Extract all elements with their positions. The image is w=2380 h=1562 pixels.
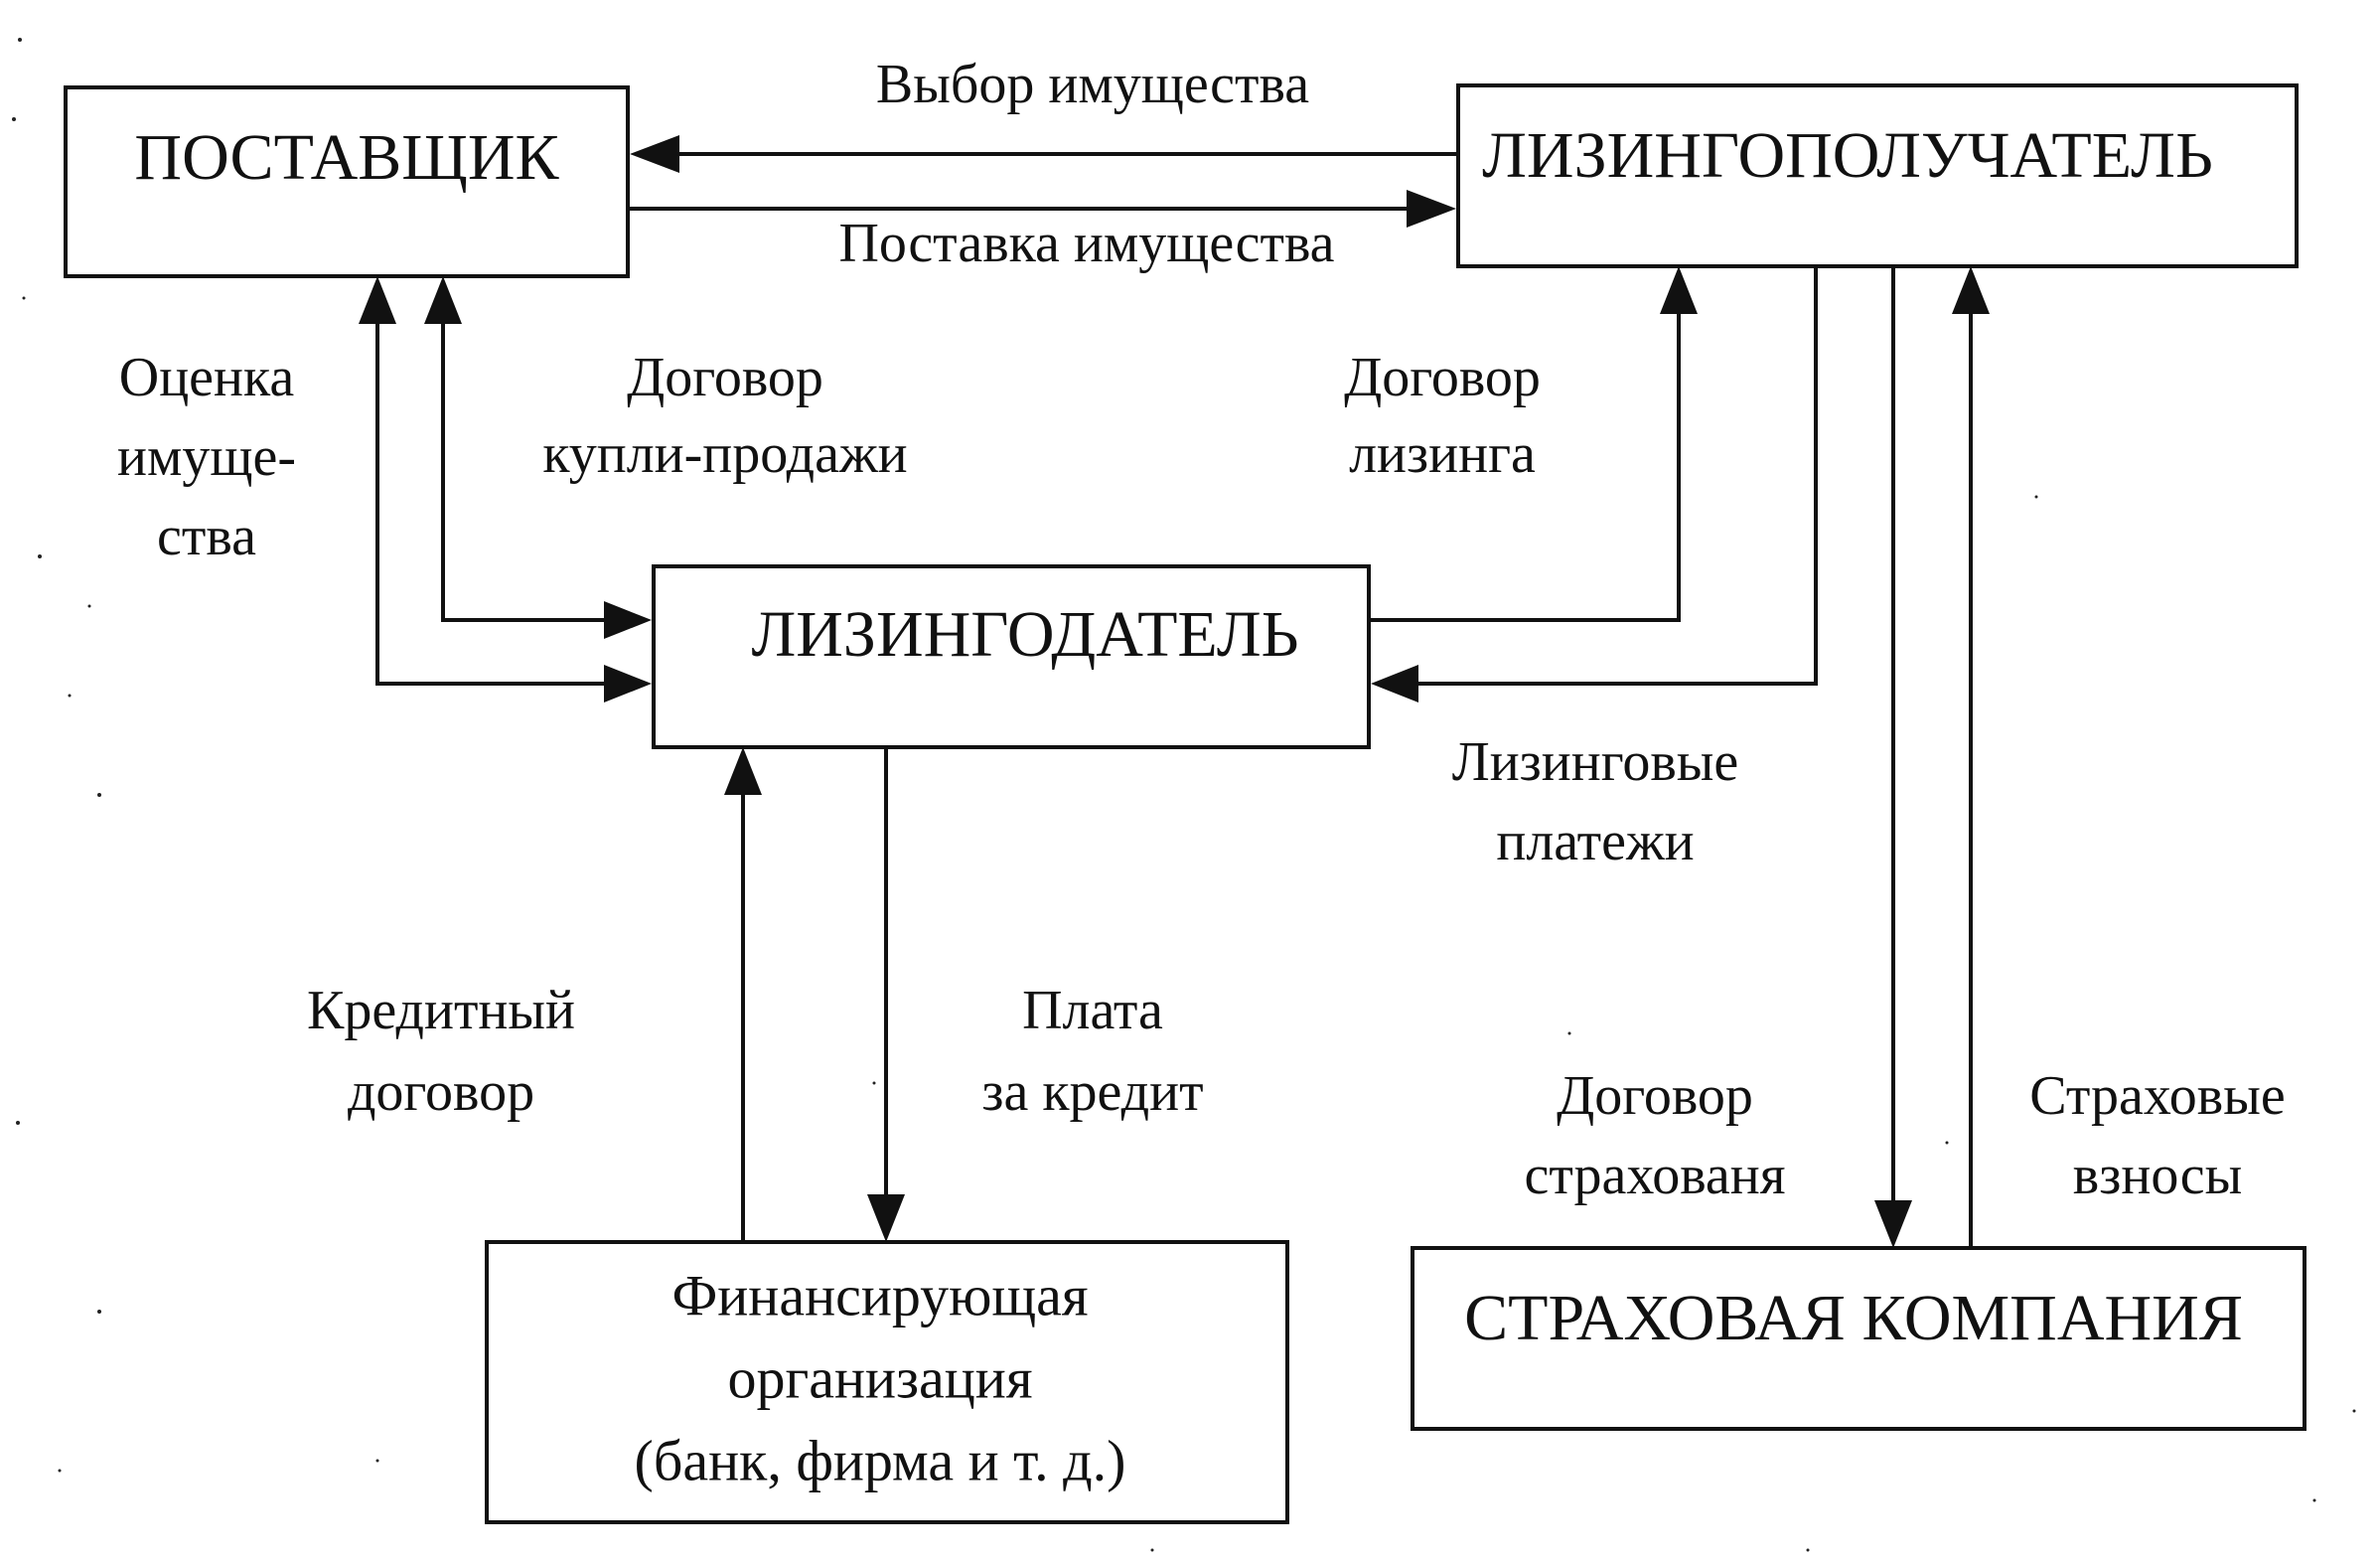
- arrowhead-up: [724, 747, 762, 795]
- edge-property-selection: [630, 135, 1458, 173]
- label-leasing-payments-line-2: платежи: [1496, 811, 1694, 872]
- edge-insurance-premiums: [1952, 266, 1990, 1248]
- label-insurance-contract-line-1: Договор: [1557, 1065, 1753, 1127]
- financier-label-line-1: Финансирующая: [671, 1263, 1088, 1328]
- edge-leasing-payments: [1371, 266, 1818, 703]
- financier-label-line-3: (банк, фирма и т. д.): [635, 1428, 1126, 1492]
- insurer-box: [1411, 1246, 2306, 1431]
- supplier-label: ПОСТАВЩИК: [134, 121, 559, 194]
- label-insurance-premiums-line-2: взносы: [2073, 1145, 2242, 1206]
- node-supplier: ПОСТАВЩИК: [64, 85, 630, 278]
- node-financier: Финансирующая организация (банк, фирма и…: [485, 1240, 1289, 1524]
- label-insurance-premiums-line-1: Страховые: [2029, 1065, 2285, 1127]
- arrowhead-left: [630, 135, 679, 173]
- label-property-selection: Выбор имущества: [876, 54, 1309, 115]
- edge-property-delivery: [628, 190, 1456, 228]
- label-credit-payment-line-1: Плата: [1022, 980, 1163, 1041]
- lessor-label: ЛИЗИНГОДАТЕЛЬ: [751, 598, 1298, 671]
- arrowhead-right: [604, 601, 652, 639]
- edge-credit-payment: [867, 747, 905, 1242]
- label-sale-contract-line-2: купли-продажи: [542, 423, 907, 485]
- arrowhead-up: [1660, 266, 1698, 314]
- arrowhead-up: [359, 276, 396, 324]
- arrowhead-left: [1371, 665, 1418, 703]
- lessee-label: ЛИЗИНГОПОЛУЧАТЕЛЬ: [1482, 119, 2213, 192]
- label-credit-contract-line-2: договор: [348, 1061, 534, 1123]
- node-lessor: ЛИЗИНГОДАТЕЛЬ: [652, 564, 1371, 749]
- edge-credit-contract: [724, 747, 762, 1242]
- insurer-label: СТРАХОВАЯ КОМПАНИЯ: [1464, 1282, 2243, 1354]
- label-leasing-payments-line-1: Лизинговые: [1452, 731, 1739, 793]
- label-credit-payment-line-2: за кредит: [981, 1061, 1203, 1123]
- financier-label-line-2: организация: [727, 1345, 1032, 1410]
- lessor-box: [652, 564, 1371, 749]
- label-leasing-contract-line-1: Договор: [1344, 347, 1541, 408]
- label-property-valuation-line-3: ства: [157, 506, 256, 567]
- label-property-valuation-line-2: имуще-: [117, 426, 296, 488]
- arrowhead-right: [604, 665, 652, 703]
- arrowhead-up: [1952, 266, 1990, 314]
- label-property-valuation-line-1: Оценка: [119, 347, 295, 408]
- label-sale-contract-line-1: Договор: [627, 347, 823, 408]
- node-insurer: СТРАХОВАЯ КОМПАНИЯ: [1411, 1246, 2306, 1431]
- arrowhead-down: [1874, 1200, 1912, 1248]
- edge-leasing-contract: [1369, 266, 1698, 622]
- supplier-box: [64, 85, 630, 278]
- node-lessee: ЛИЗИНГОПОЛУЧАТЕЛЬ: [1456, 83, 2299, 268]
- label-leasing-contract-line-2: лизинга: [1349, 423, 1536, 485]
- label-property-delivery: Поставка имущества: [838, 213, 1334, 274]
- lessee-box: [1456, 83, 2299, 268]
- arrowhead-right: [1407, 190, 1456, 228]
- edge-sale-contract: [424, 276, 652, 639]
- edge-insurance-contract: [1874, 266, 1912, 1248]
- label-credit-contract-line-1: Кредитный: [307, 980, 575, 1041]
- edge-property-valuation: [359, 276, 652, 703]
- arrowhead-up: [424, 276, 462, 324]
- label-insurance-contract-line-2: страхованя: [1524, 1145, 1785, 1206]
- scan-noise: [12, 38, 2356, 1552]
- arrowhead-down: [867, 1194, 905, 1242]
- financier-box: [485, 1240, 1289, 1524]
